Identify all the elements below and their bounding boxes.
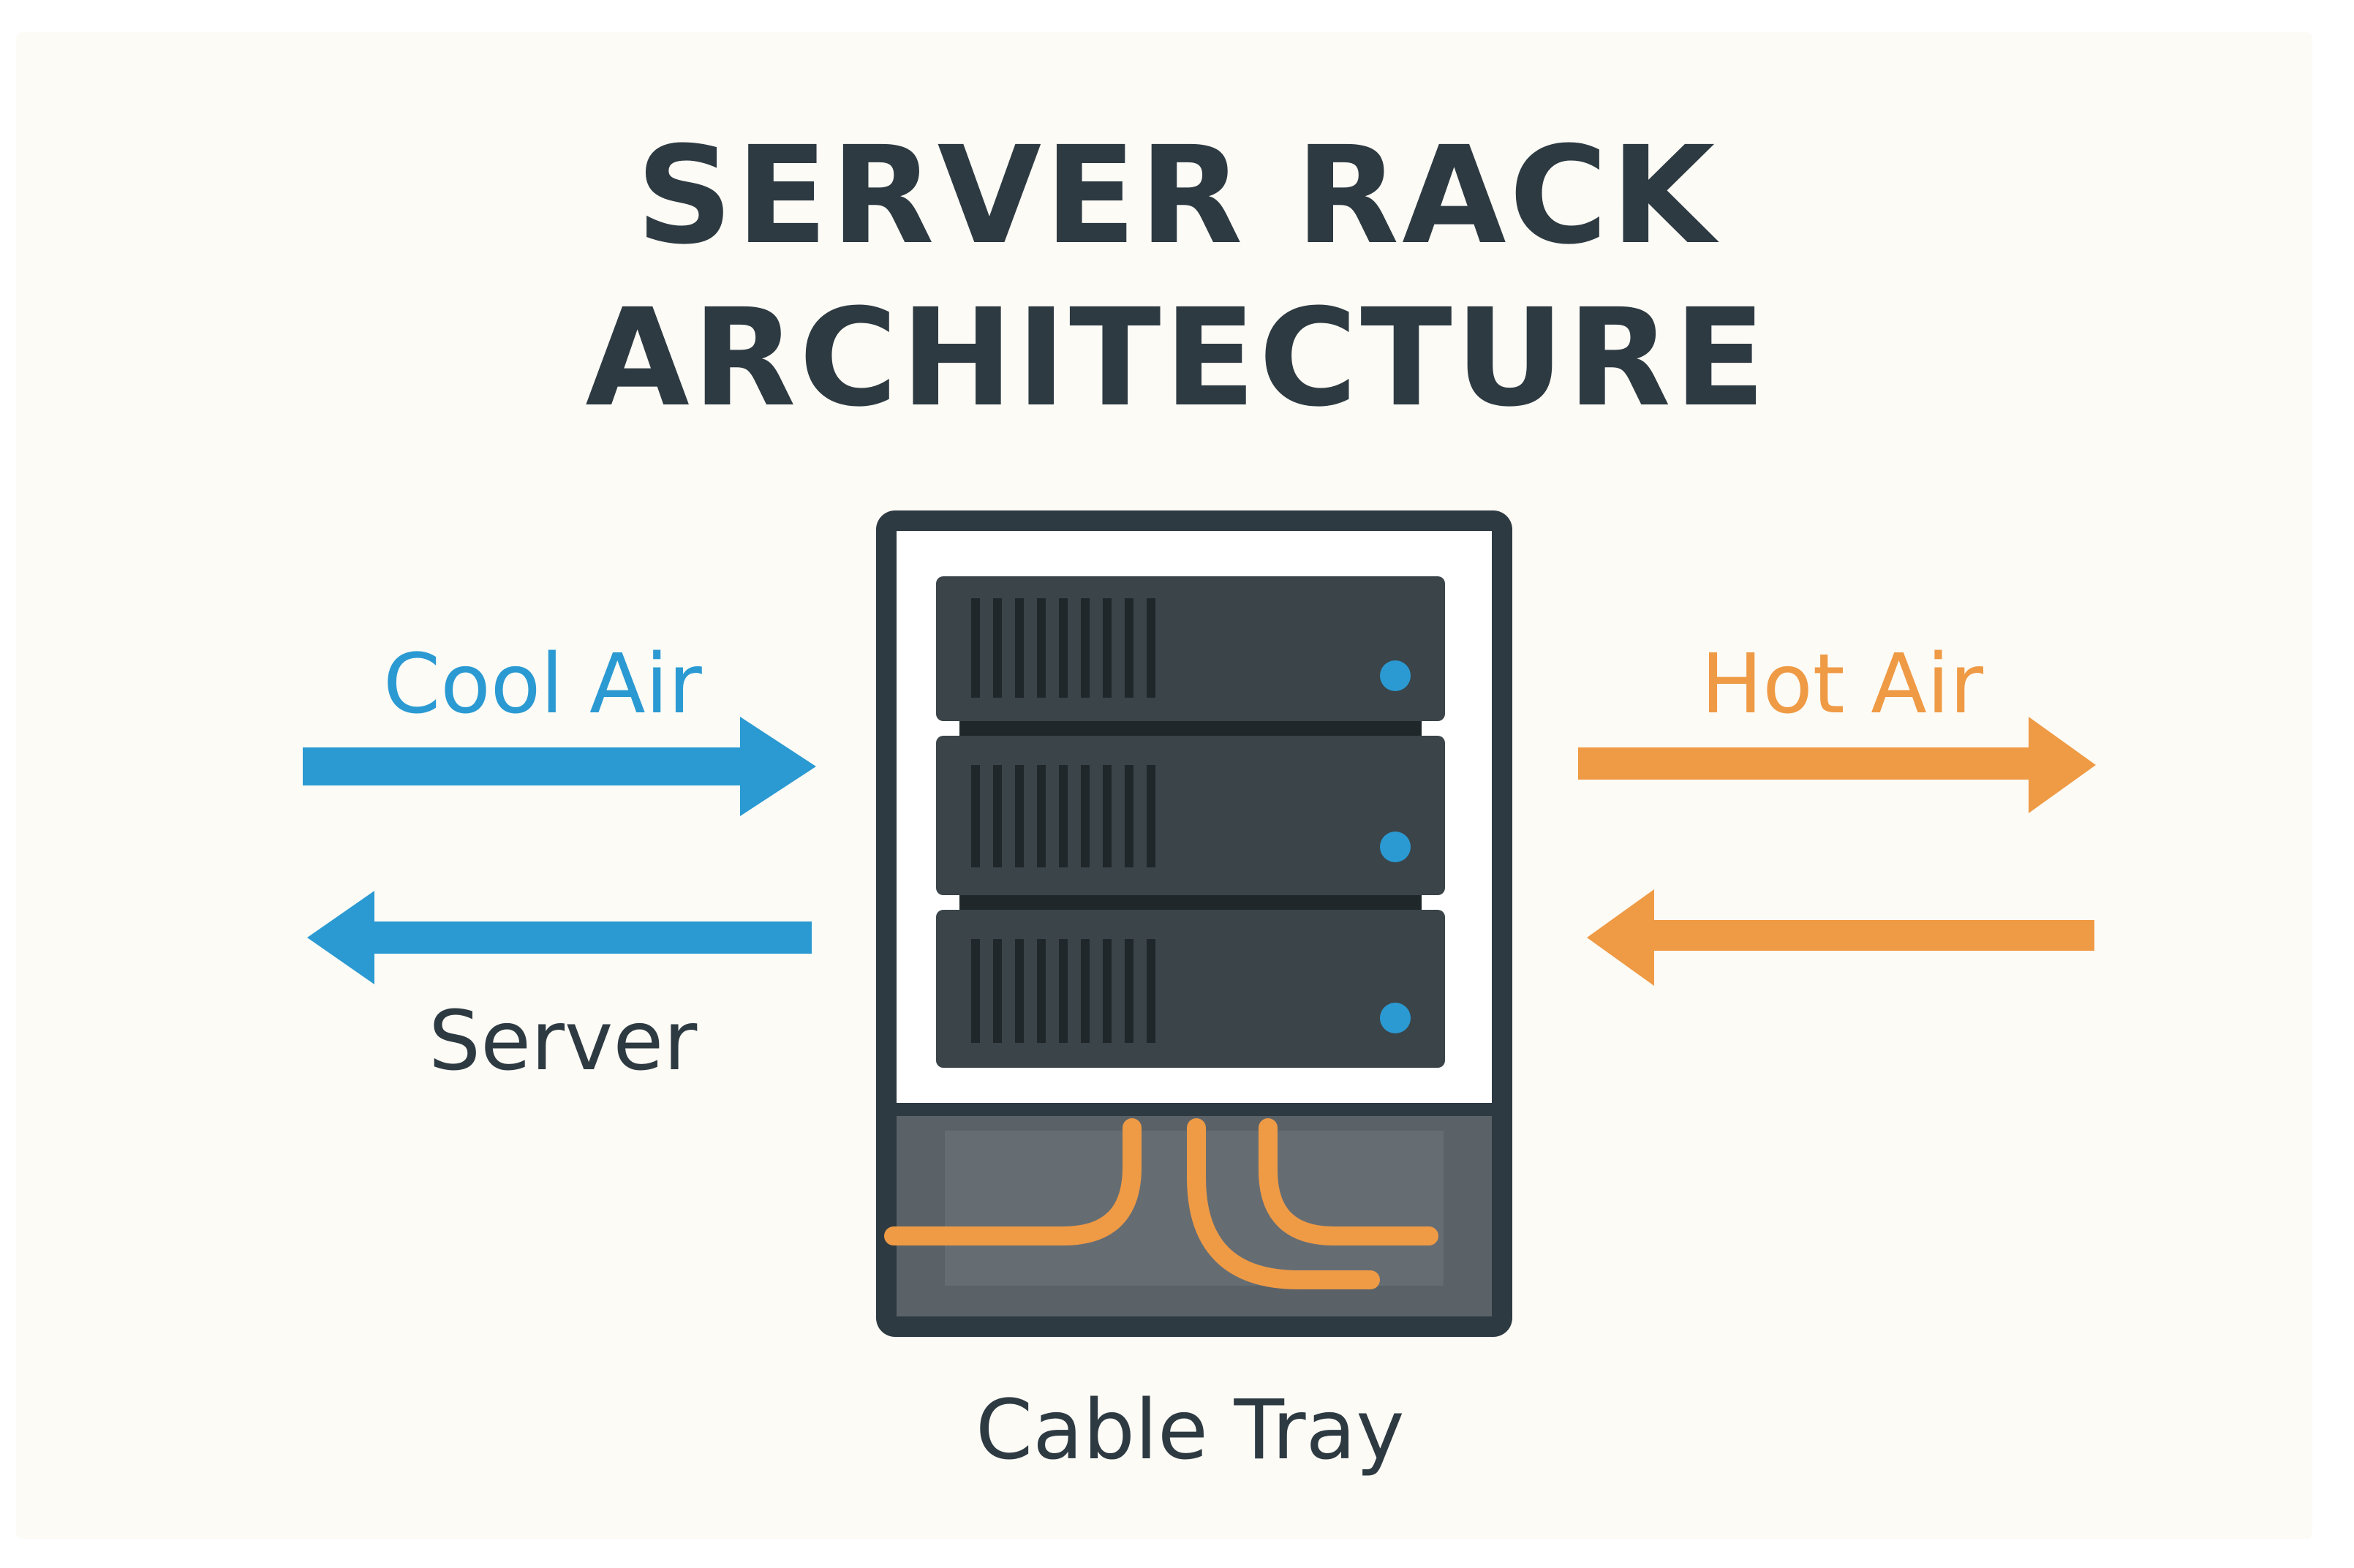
status-led-icon — [1380, 832, 1411, 862]
status-led-icon — [1380, 660, 1411, 691]
server-label: Server — [429, 994, 698, 1089]
server-unit-3 — [936, 910, 1445, 1068]
cable-middle — [1187, 1118, 1380, 1289]
cable-tray-label: Cable Tray — [976, 1383, 1405, 1478]
vent-icon — [971, 939, 1155, 1043]
server-unit-1 — [936, 576, 1445, 721]
unit-gap-2 — [959, 895, 1422, 910]
cool-air-label: Cool Air — [383, 637, 702, 732]
server-unit-2 — [936, 736, 1445, 895]
cool-air-in-arrow-icon — [303, 717, 816, 816]
diagram-title-line-1: SERVER RACK — [635, 118, 1719, 274]
hot-air-return-arrow-icon — [1587, 889, 2094, 986]
unit-gap-1 — [959, 721, 1422, 736]
cables-icon — [884, 1118, 1438, 1289]
cool-air-arrows — [303, 717, 816, 984]
hot-air-label: Hot Air — [1701, 637, 1984, 732]
diagram-title-line-2: ARCHITECTURE — [585, 280, 1769, 437]
hot-air-out-arrow-icon — [1578, 717, 2096, 813]
hot-air-arrows — [1578, 717, 2096, 986]
status-led-icon — [1380, 1003, 1411, 1033]
cable-right — [1259, 1118, 1438, 1245]
cool-air-return-arrow-icon — [307, 891, 812, 984]
server-unit-icon — [936, 910, 1445, 1068]
server-unit-icon — [936, 736, 1445, 895]
cable-left — [884, 1118, 1142, 1245]
server-unit-icon — [936, 576, 1445, 721]
vent-icon — [971, 765, 1155, 867]
vent-icon — [971, 598, 1155, 698]
server-rack — [876, 510, 1512, 1337]
